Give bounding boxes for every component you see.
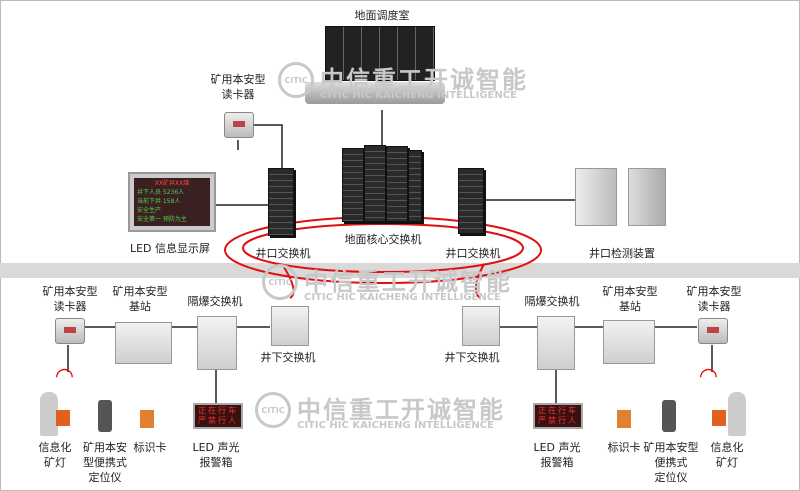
led-display-label: LED 信息显示屏	[129, 242, 211, 255]
id-card	[617, 410, 631, 428]
shaft-switch-left	[268, 168, 294, 236]
led-alarm-left: 正在行车 严禁行人	[193, 403, 243, 429]
core-switch-rack	[364, 145, 386, 222]
locator-left-label: 矿用本安 型便携式 定位仪	[83, 441, 127, 484]
surface-card-reader	[224, 112, 254, 138]
watermark-cn: 中信重工开诚智能	[304, 268, 512, 296]
card-reader-right	[698, 318, 728, 344]
watermark-en: CITIC HIC KAICHENG INTELLIGENCE	[297, 420, 494, 431]
underground-switch-left	[271, 306, 309, 346]
shaft-detector-gate	[575, 168, 617, 226]
citic-logo-icon: CITIC	[255, 392, 291, 428]
portable-locator	[98, 400, 112, 432]
underground-switch-right-label: 井下交换机	[444, 351, 500, 364]
base-station-right	[603, 320, 655, 364]
portable-locator	[662, 400, 676, 432]
watermark-en: CITIC HIC KAICHENG INTELLIGENCE	[304, 292, 501, 303]
led-alarm-right-label: LED 声光 报警箱	[533, 441, 581, 469]
underground-switch-left-label: 井下交换机	[260, 351, 316, 364]
cap-lamp-battery	[56, 410, 70, 426]
alarm-line: 严禁行人	[198, 416, 238, 425]
alarm-line: 正在行车	[198, 406, 238, 415]
wifi-signal-icon: ◠	[56, 364, 73, 389]
core-switch-rack	[386, 146, 408, 222]
led-screen-line: 安全第一 预防为主	[137, 216, 187, 223]
control-room-label: 地面调度室	[354, 9, 410, 22]
led-alarm-right: 正在行车 严禁行人	[533, 403, 583, 429]
citic-logo-icon: CITIC	[262, 264, 298, 300]
watermark-cn: 中信重工开诚智能	[320, 66, 528, 94]
locator-right-label: 矿用本安型 便携式 定位仪	[643, 441, 699, 484]
led-alarm-left-label: LED 声光 报警箱	[192, 441, 240, 469]
cap-lamp-left-label: 信息化 矿灯	[38, 441, 72, 469]
cap-lamp-battery	[712, 410, 726, 426]
shaft-detector-label: 井口检测装置	[589, 247, 655, 260]
miner-figure-icon	[728, 392, 746, 436]
led-screen-line: 井下人员 5236人	[137, 189, 185, 196]
id-card	[140, 410, 154, 428]
alarm-line: 严禁行人	[538, 416, 578, 425]
flameproof-switch-left-label: 隔爆交换机	[187, 295, 243, 308]
base-station-right-label: 矿用本安型 基站	[602, 285, 658, 313]
reader-right-label: 矿用本安型 读卡器	[686, 285, 742, 313]
id-card-right-label: 标识卡	[607, 441, 641, 454]
miner-figure-icon	[40, 392, 58, 436]
base-station-left-label: 矿用本安型 基站	[112, 285, 168, 313]
watermark-cn: 中信重工开诚智能	[297, 396, 505, 424]
flameproof-switch-right-label: 隔爆交换机	[524, 295, 580, 308]
reader-left-label: 矿用本安型 读卡器	[42, 285, 98, 313]
cap-lamp-right-label: 信息化 矿灯	[710, 441, 744, 469]
underground-switch-right	[462, 306, 500, 346]
led-display-screen: XX矿井XX煤 井下人员 5236人 当前下井 158人 安全生产 安全第一 预…	[128, 172, 216, 232]
card-reader-left	[55, 318, 85, 344]
citic-logo-icon: CITIC	[278, 62, 314, 98]
alarm-line: 正在行车	[538, 406, 578, 415]
ring-inner	[242, 223, 524, 273]
id-card-left-label: 标识卡	[133, 441, 167, 454]
led-screen-line: 安全生产	[137, 207, 162, 214]
line-reader-shaftswitch	[252, 124, 283, 168]
flameproof-switch-right	[537, 316, 575, 370]
led-screen-line: 当前下井 158人	[137, 198, 181, 205]
shaft-detector-gate	[628, 168, 666, 226]
shaft-switch-right-label: 井口交换机	[445, 247, 501, 260]
shaft-switch-right	[458, 168, 484, 234]
wifi-signal-icon: ◠	[700, 364, 717, 389]
control-room-desks	[305, 82, 445, 104]
watermark-en: CITIC HIC KAICHENG INTELLIGENCE	[320, 90, 517, 101]
ring-link-right	[474, 263, 485, 299]
flameproof-switch-left	[197, 316, 237, 370]
control-room-video-wall	[325, 26, 435, 81]
base-station-left	[115, 322, 172, 364]
shaft-switch-left-label: 井口交换机	[255, 247, 311, 260]
surface-underground-divider	[0, 263, 800, 278]
core-switch-label: 地面核心交换机	[344, 233, 422, 246]
led-screen-title: XX矿井XX煤	[154, 180, 190, 187]
surface-reader-label: 矿用本安型 读卡器	[210, 73, 266, 101]
core-switch-rack	[408, 150, 422, 222]
core-switch-rack	[342, 148, 364, 222]
